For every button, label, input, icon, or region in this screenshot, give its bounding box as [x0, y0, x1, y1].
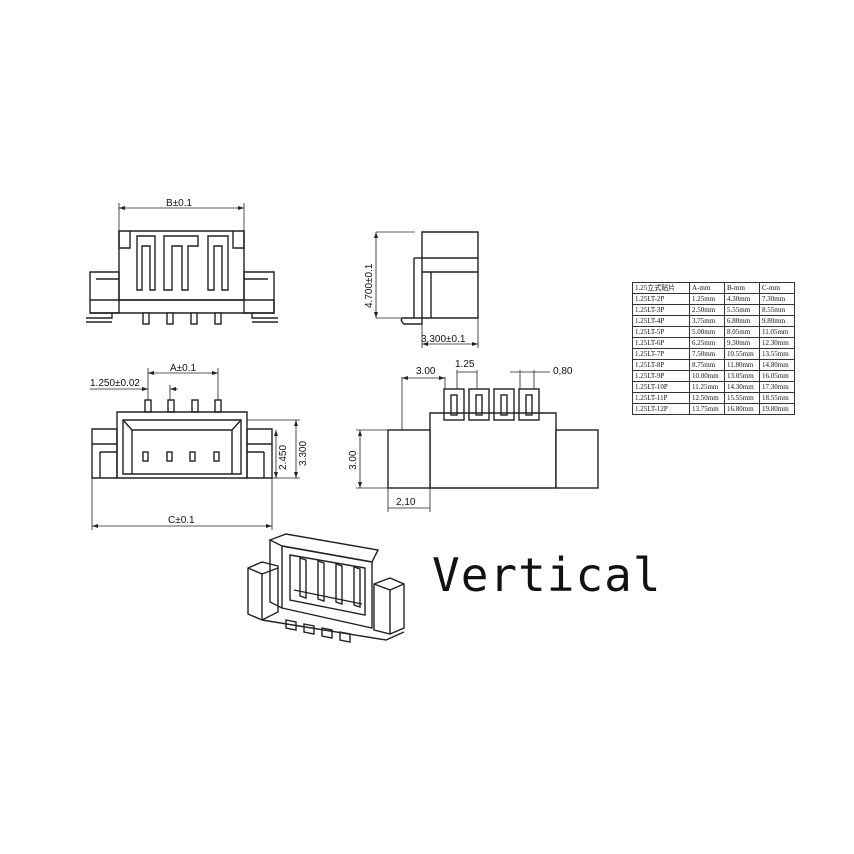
- table-cell: 11.05mm: [759, 326, 795, 338]
- table-cell: C-mm: [759, 282, 795, 294]
- table-cell: 6.25mm: [689, 337, 725, 349]
- dim-a-label: A±0.1: [170, 363, 196, 374]
- dim-080-label: 0,80: [553, 366, 573, 377]
- table-cell: 1.25LT-3P: [632, 304, 690, 316]
- table-cell: 2.50mm: [689, 304, 725, 316]
- dim-height-label: 4.700±0.1: [364, 263, 375, 308]
- table-cell: 14.30mm: [724, 381, 760, 393]
- table-cell: 1.25LT-4P: [632, 315, 690, 327]
- dim-c-label: C±0.1: [168, 515, 195, 526]
- top-view: A±0.1 1.250±0.02: [90, 363, 309, 530]
- table-cell: 13.55mm: [759, 348, 795, 360]
- table-cell: 9.30mm: [724, 337, 760, 349]
- table-cell: 4.30mm: [724, 293, 760, 305]
- connector-3d-illustration: [247, 533, 405, 643]
- table-cell: 16.05mm: [759, 370, 795, 382]
- table-cell: 1.25LT-6P: [632, 337, 690, 349]
- dim-depth-label: 3.300±0.1: [421, 334, 466, 345]
- table-cell: 13.05mm: [724, 370, 760, 382]
- dim-3300-label: 3.300: [298, 441, 309, 466]
- dim-210-label: 2,10: [396, 497, 416, 508]
- table-cell: 1.25LT-5P: [632, 326, 690, 338]
- table-cell: 9.80mm: [759, 315, 795, 327]
- table-cell: 19.80mm: [759, 403, 795, 415]
- table-cell: 1.25LT-12P: [632, 403, 690, 415]
- table-cell: 8.75mm: [689, 359, 725, 371]
- table-cell: 18.55mm: [759, 392, 795, 404]
- table-cell: A-mm: [689, 282, 725, 294]
- table-cell: 1.25立式贴片: [632, 282, 690, 294]
- table-cell: 1.25LT-10P: [632, 381, 690, 393]
- table-cell: 1.25LT-8P: [632, 359, 690, 371]
- front-view: B±0.1: [86, 198, 278, 325]
- dim-125-label: 1.25: [455, 359, 475, 370]
- table-cell: 11.80mm: [724, 359, 760, 371]
- table-cell: 8.55mm: [759, 304, 795, 316]
- table-cell: 13.75mm: [689, 403, 725, 415]
- table-cell: 1.25LT-11P: [632, 392, 690, 404]
- table-cell: 5.00mm: [689, 326, 725, 338]
- dim-300v-label: 3.00: [348, 450, 359, 470]
- table-cell: 10.00mm: [689, 370, 725, 382]
- table-cell: 14.80mm: [759, 359, 795, 371]
- table-cell: 3.75mm: [689, 315, 725, 327]
- table-cell: 17.30mm: [759, 381, 795, 393]
- table-cell: 12.30mm: [759, 337, 795, 349]
- table-cell: 1.25LT-9P: [632, 370, 690, 382]
- table-cell: 15.55mm: [724, 392, 760, 404]
- table-cell: 7.50mm: [689, 348, 725, 360]
- table-cell: 6.80mm: [724, 315, 760, 327]
- table-cell: 11.25mm: [689, 381, 725, 393]
- table-cell: 1.25LT-7P: [632, 348, 690, 360]
- table-cell: 1.25mm: [689, 293, 725, 305]
- table-cell: 8.05mm: [724, 326, 760, 338]
- table-cell: 7.30mm: [759, 293, 795, 305]
- table-cell: 10.55mm: [724, 348, 760, 360]
- caption-vertical: Vertical: [432, 548, 662, 602]
- table-cell: 1.25LT-2P: [632, 293, 690, 305]
- table-cell: 16.80mm: [724, 403, 760, 415]
- footprint-view: 3.00 1.25 0,80 3.00 2,10: [348, 359, 599, 512]
- table-cell: 12.50mm: [689, 392, 725, 404]
- side-view: 4.700±0.1 3.300±0.1: [364, 231, 479, 348]
- table-cell: 5.55mm: [724, 304, 760, 316]
- dim-2450-label: 2.450: [278, 445, 289, 470]
- dim-300-label: 3.00: [416, 366, 436, 377]
- dim-b-label: B±0.1: [166, 198, 192, 209]
- table-cell: B-mm: [724, 282, 760, 294]
- dim-pitch-label: 1.250±0.02: [90, 378, 140, 389]
